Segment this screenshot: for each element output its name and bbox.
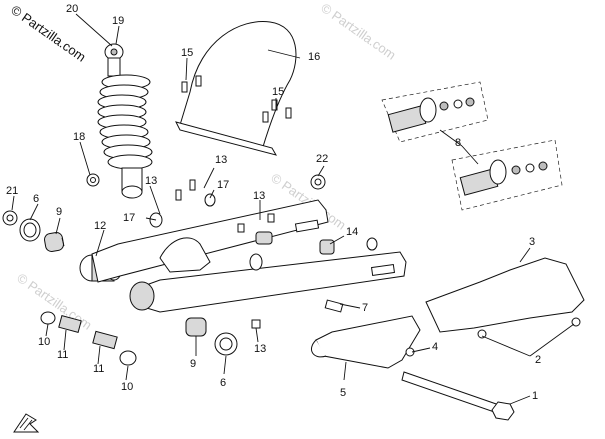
callout-20: 20 (66, 3, 78, 15)
pivot-axle (401, 371, 515, 421)
rear-shock-absorber (86, 43, 153, 199)
callout-13-upper: 13 (215, 154, 227, 166)
callout-15-left: 15 (181, 47, 193, 59)
callout-17-right: 17 (217, 179, 229, 191)
chain-slider (311, 299, 421, 369)
callout-17-left: 17 (123, 212, 135, 224)
callout-9-lower: 9 (190, 358, 196, 370)
callout-13-shock: 13 (145, 175, 157, 187)
callout-15-right: 15 (272, 86, 284, 98)
callout-2: 2 (535, 354, 541, 366)
watermark-upper-right: © Partzilla.com (318, 0, 398, 63)
callout-7: 7 (362, 302, 368, 314)
callout-6-lower: 6 (220, 377, 226, 389)
leader-lines (11, 13, 575, 405)
callout-19: 19 (112, 15, 124, 27)
chain-guard (425, 257, 585, 339)
callout-3: 3 (529, 236, 535, 248)
callout-5: 5 (340, 387, 346, 399)
callout-6-left: 6 (33, 193, 39, 205)
callout-4: 4 (432, 341, 438, 353)
part-8-assembly-box (381, 81, 563, 211)
callout-22: 22 (316, 153, 328, 165)
callout-16: 16 (308, 51, 320, 63)
callout-labels: 1 2 3 4 5 6 6 7 8 9 9 10 10 11 11 12 13 … (6, 3, 541, 402)
callout-21: 21 (6, 185, 18, 197)
callout-10-left: 10 (38, 336, 50, 348)
callout-11-left: 11 (57, 349, 68, 361)
callout-1: 1 (532, 390, 538, 402)
callout-8: 8 (455, 137, 461, 149)
callout-13-mid: 13 (253, 190, 265, 202)
callout-11-lower: 11 (93, 363, 104, 375)
front-direction-arrow-icon (13, 413, 40, 433)
callout-14: 14 (346, 226, 358, 238)
callout-18: 18 (73, 131, 85, 143)
watermark-mid-left: © Partzilla.com (14, 270, 94, 333)
callout-10-lower: 10 (121, 381, 133, 393)
callout-12: 12 (94, 220, 106, 232)
callout-9-left: 9 (56, 206, 62, 218)
callout-13-lower: 13 (254, 343, 266, 355)
rear-fender (175, 21, 297, 156)
